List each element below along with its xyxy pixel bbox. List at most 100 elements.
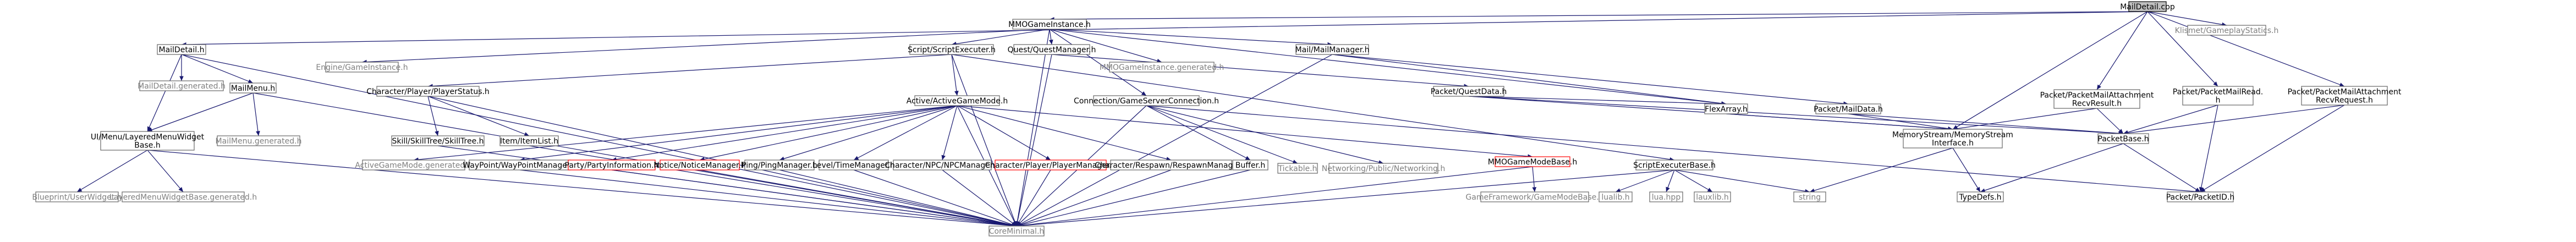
- node-questmanager[interactable]: Quest/QuestManager.h: [1008, 44, 1096, 55]
- node-coreminimal[interactable]: CoreMinimal.h: [988, 226, 1045, 237]
- node-label: TypeDefs.h: [1958, 193, 2001, 202]
- node-skilltree[interactable]: Skill/SkillTree/SkillTree.h: [391, 135, 485, 146]
- node-maildetail_gen[interactable]: MailDetail.generated.h: [138, 80, 226, 91]
- edge-packetbase-to-typedefs: [1980, 143, 2124, 193]
- node-layeredmenu_gen[interactable]: LayeredMenuWidgetBase.generated.h: [109, 191, 257, 202]
- node-questdata[interactable]: Packet/QuestData.h: [1431, 86, 1507, 97]
- node-lauxlib[interactable]: lauxlib.h: [1694, 191, 1731, 202]
- edge-maildetail_cpp-to-memorystream: [1952, 11, 2148, 130]
- node-box: [1109, 62, 1215, 73]
- edge-questmanager-to-coreminimal: [1015, 54, 1052, 227]
- node-noticemanager[interactable]: Notice/NoticeManager.h: [653, 160, 746, 170]
- node-label: MailDetail.h: [158, 46, 204, 54]
- node-box: [1635, 160, 1713, 170]
- edge-uimenu-to-layeredmenu_gen: [147, 150, 184, 193]
- node-box: [122, 191, 245, 202]
- edge-maildetail_cpp-to-klismet: [2147, 11, 2227, 27]
- node-label: Base.h: [134, 141, 160, 150]
- edge-maildetail_cpp-to-pkt_mailread: [2147, 11, 2218, 87]
- edge-pkt_mailattach_res-to-memorystream: [1952, 108, 2097, 131]
- node-label: GameFramework/GameModeBase.h: [1465, 193, 1603, 202]
- node-partyinfo[interactable]: Party/PartyInformation.h: [565, 160, 659, 170]
- node-uimenu[interactable]: UI/Menu/LayeredMenuWidgetBase.h: [91, 131, 205, 151]
- node-leveltimemanager[interactable]: Level/TimeManager.h: [812, 160, 895, 170]
- node-label: Script/ScriptExecuter.h: [908, 46, 996, 54]
- node-playerstatus[interactable]: Character/Player/PlayerStatus.h: [366, 86, 490, 97]
- node-packetmaildata[interactable]: Packet/MailData.h: [1814, 103, 1883, 114]
- node-mailmanager[interactable]: Mail/MailManager.h: [1295, 44, 1370, 55]
- edge-mailmanager-to-packetmaildata: [1332, 54, 1849, 106]
- edge-scriptexecuter-to-playerstatus: [427, 54, 952, 89]
- edge-gameserverconn-to-packetid: [1146, 105, 2201, 194]
- node-box: [1232, 160, 1268, 170]
- edge-respawnmanager-to-coreminimal: [1016, 169, 1172, 227]
- node-pkt_mailread[interactable]: Packet/PacketMailRead.h: [2173, 86, 2263, 106]
- edge-activegamemode-to-pingmanager: [779, 105, 958, 161]
- node-label: Interface.h: [1932, 139, 1974, 148]
- node-networking[interactable]: Networking/Public/Networking.h: [1322, 163, 1445, 174]
- edge-scriptexecuter-to-activegamemode: [951, 54, 959, 96]
- node-mailmenu_gen[interactable]: MailMenu.generated.h: [216, 135, 302, 146]
- node-label: Klismet/GameplayStatics.h: [2175, 26, 2279, 35]
- node-itemlist[interactable]: Item/ItemList.h: [499, 135, 559, 146]
- node-label: MailDetail.cpp: [2120, 3, 2175, 12]
- node-mmogameinstance[interactable]: MMOGameInstance.h: [1008, 19, 1091, 30]
- node-label: Ping/PingManager.h: [742, 161, 817, 170]
- node-playermanager[interactable]: Character/Player/PlayerManager.h: [985, 160, 1117, 170]
- node-label: Blueprint/UserWidget.h: [32, 193, 122, 202]
- node-luahpp[interactable]: lua.hpp: [1649, 191, 1683, 202]
- node-box: [1093, 95, 1200, 106]
- node-packetbase[interactable]: PacketBase.h: [2097, 133, 2149, 144]
- node-scriptexecuter[interactable]: Script/ScriptExecuter.h: [908, 44, 996, 55]
- edge-mmogamemodebase-to-coreminimal: [1016, 166, 1533, 228]
- node-flexarray[interactable]: FlexArray.h: [1704, 103, 1748, 114]
- edge-activegamemode-to-playermanager: [957, 105, 1051, 161]
- node-maildetail_h[interactable]: MailDetail.h: [157, 44, 206, 55]
- node-activegamemode[interactable]: Active/ActiveGameMode.h: [907, 95, 1008, 106]
- node-packetid[interactable]: Packet/PacketID.h: [2166, 191, 2235, 202]
- node-box: [391, 135, 485, 146]
- node-mailmenu_h[interactable]: MailMenu.h: [229, 82, 277, 94]
- edge-mmogameinstance-to-questmanager: [1048, 29, 1053, 45]
- edge-pkt_mailattach_req-to-packetbase: [2123, 105, 2345, 135]
- edge-pkt_mailread-to-packetbase: [2123, 105, 2218, 135]
- node-box: [2187, 25, 2266, 36]
- node-box: [2128, 1, 2167, 12]
- node-pingmanager[interactable]: Ping/PingManager.h: [742, 160, 817, 170]
- node-string[interactable]: string: [1793, 191, 1826, 202]
- node-box: [1649, 191, 1683, 202]
- node-label: Packet/PacketID.h: [2166, 193, 2235, 202]
- node-mmogi_gen[interactable]: MMOGameInstance.generated.h: [1100, 62, 1224, 73]
- node-engine_gi[interactable]: Engine/GameInstance.h: [316, 62, 408, 73]
- node-lualib[interactable]: lualib.h: [1599, 191, 1633, 202]
- node-label: Character/Respawn/RespawnManager.h: [1095, 161, 1248, 170]
- node-box: [744, 160, 815, 170]
- node-gameframework_gmb[interactable]: GameFramework/GameModeBase.h: [1465, 191, 1604, 202]
- node-label: Mail/MailManager.h: [1295, 46, 1370, 54]
- node-label: Skill/SkillTree/SkillTree.h: [392, 137, 484, 146]
- node-blueprint_uw[interactable]: Blueprint/UserWidget.h: [32, 191, 122, 202]
- node-buffer[interactable]: Buffer.h: [1232, 160, 1268, 170]
- node-box: [1328, 163, 1438, 174]
- node-respawnmanager[interactable]: Character/Respawn/RespawnManager.h: [1095, 160, 1248, 170]
- edge-uimenu-to-coreminimal: [147, 150, 1017, 228]
- node-mmogamemodebase[interactable]: MMOGameModeBase.h: [1488, 156, 1577, 167]
- node-typedefs[interactable]: TypeDefs.h: [1957, 191, 2004, 202]
- node-waypointmanager[interactable]: WayPoint/WayPointManager.h: [463, 160, 577, 170]
- node-gameserverconn[interactable]: Connection/GameServerConnection.h: [1074, 95, 1219, 106]
- node-npcmanager[interactable]: Character/NPC/NPCManager.h: [885, 160, 1000, 170]
- node-klismet[interactable]: Klismet/GameplayStatics.h: [2175, 25, 2279, 36]
- edge-mmogamemodebase-to-gameframework_gmb: [1532, 166, 1537, 193]
- node-box: [660, 160, 740, 170]
- node-maildetail_cpp[interactable]: MailDetail.cpp: [2120, 1, 2175, 12]
- node-activegm_gen[interactable]: ActiveGameMode.generated.h: [355, 160, 473, 170]
- node-scriptexecuterbase[interactable]: ScriptExecuterBase.h: [1633, 160, 1716, 170]
- edge-scriptexecuterbase-to-lauxlib: [1674, 169, 1713, 193]
- edge-mmogameinstance-to-mailmanager: [1049, 29, 1333, 47]
- node-box: [1957, 191, 2004, 202]
- node-tickable[interactable]: Tickable.h: [1277, 163, 1318, 174]
- edge-itemlist-to-coreminimal: [529, 145, 1017, 228]
